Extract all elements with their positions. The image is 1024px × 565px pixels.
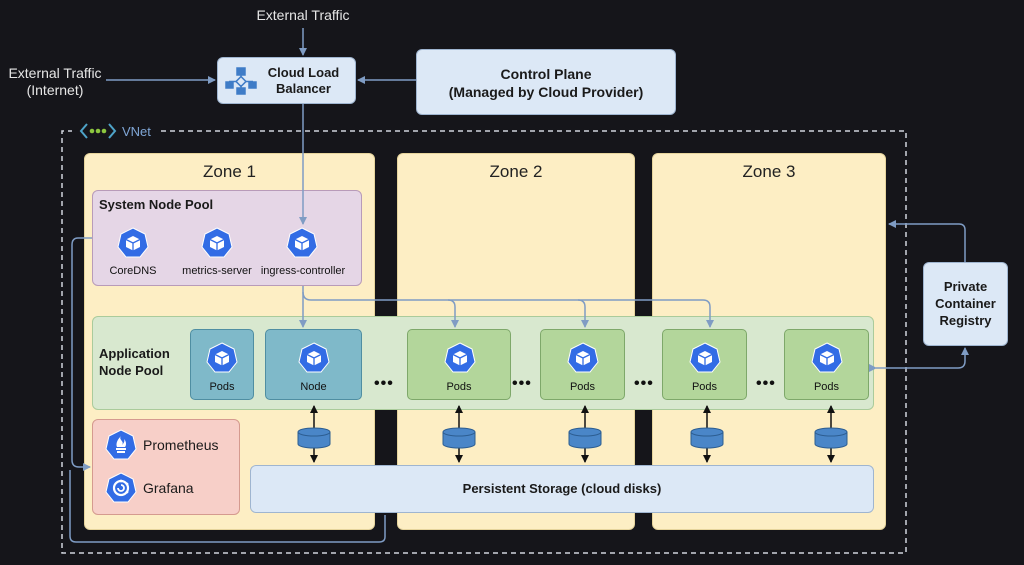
component-label: ingress-controller bbox=[260, 265, 346, 277]
component-label: CoreDNS bbox=[109, 265, 157, 277]
component-label: metrics-server bbox=[182, 265, 252, 277]
kubernetes-pod-icon bbox=[298, 342, 330, 373]
ellipsis: ••• bbox=[634, 375, 654, 392]
card-label: Pods bbox=[691, 381, 718, 393]
ellipsis: ••• bbox=[374, 375, 394, 392]
grafana-icon bbox=[105, 472, 137, 503]
title-line: Application bbox=[99, 346, 170, 361]
zone-title: Zone 2 bbox=[489, 162, 543, 181]
monitoring-label: Prometheus bbox=[143, 437, 219, 453]
kubernetes-pod-icon bbox=[286, 227, 318, 258]
label-line: (Internet) bbox=[26, 82, 84, 98]
persistent-storage[interactable]: Persistent Storage (cloud disks) bbox=[250, 465, 874, 513]
lb-title-line: Cloud Load bbox=[267, 65, 340, 80]
kubernetes-pod-icon bbox=[811, 342, 843, 373]
ellipsis: ••• bbox=[756, 375, 776, 392]
pods-card[interactable]: Pods bbox=[407, 329, 511, 400]
cp-title-line: Control Plane bbox=[500, 66, 592, 82]
external-traffic-label: External Traffic bbox=[256, 7, 350, 23]
kubernetes-pod-icon bbox=[201, 227, 233, 258]
registry-title-line: Registry bbox=[939, 313, 992, 328]
zone-title: Zone 1 bbox=[203, 162, 256, 181]
prometheus-icon bbox=[105, 429, 137, 460]
cloud-load-balancer[interactable]: Cloud Load Balancer bbox=[217, 57, 356, 104]
vnet-label: VNet bbox=[74, 120, 157, 142]
zone-title: Zone 3 bbox=[742, 162, 796, 181]
persistent-storage-title: Persistent Storage (cloud disks) bbox=[462, 481, 662, 496]
monitoring-item-prometheus[interactable]: Prometheus bbox=[105, 429, 218, 461]
registry-title-line: Container bbox=[935, 296, 996, 311]
monitoring-item-grafana[interactable]: Grafana bbox=[105, 472, 194, 504]
vnet-boundary bbox=[61, 130, 907, 554]
card-label: Node bbox=[300, 381, 327, 393]
kubernetes-pod-icon bbox=[444, 342, 476, 373]
card-label: Pods bbox=[446, 381, 472, 393]
pods-card[interactable]: Pods bbox=[540, 329, 625, 400]
pods-card[interactable]: Pods bbox=[662, 329, 747, 400]
cp-title-line: (Managed by Cloud Provider) bbox=[448, 84, 644, 100]
card-label: Pods bbox=[813, 381, 840, 393]
title-line: Node Pool bbox=[99, 363, 164, 378]
registry-title-line: Private bbox=[943, 279, 988, 294]
monitoring-label: Grafana bbox=[143, 480, 194, 496]
pods-card[interactable]: Pods bbox=[784, 329, 869, 400]
card-label: Pods bbox=[569, 381, 596, 393]
ellipsis: ••• bbox=[512, 375, 532, 392]
monitoring-box: Prometheus Grafana bbox=[92, 419, 240, 515]
kubernetes-pod-icon bbox=[206, 342, 238, 373]
kubernetes-pod-icon bbox=[689, 342, 721, 373]
label-line: External Traffic bbox=[8, 65, 102, 81]
vnet-icon bbox=[79, 123, 117, 139]
external-traffic-internet-label: External Traffic (Internet) bbox=[0, 65, 110, 99]
node-card[interactable]: Node bbox=[265, 329, 362, 400]
kubernetes-pod-icon bbox=[117, 227, 149, 258]
lb-title-line: Balancer bbox=[276, 81, 331, 96]
card-label: Pods bbox=[209, 381, 235, 393]
private-container-registry[interactable]: Private Container Registry bbox=[923, 262, 1008, 346]
control-plane[interactable]: Control Plane (Managed by Cloud Provider… bbox=[416, 49, 676, 115]
pods-card[interactable]: Pods bbox=[190, 329, 254, 400]
system-node-pool-title: System Node Pool bbox=[99, 197, 214, 212]
network-hierarchy-icon bbox=[225, 67, 257, 95]
kubernetes-pod-icon bbox=[567, 342, 599, 373]
vnet-text: VNet bbox=[122, 123, 151, 139]
application-node-pool-title: Application Node Pool bbox=[99, 345, 170, 379]
